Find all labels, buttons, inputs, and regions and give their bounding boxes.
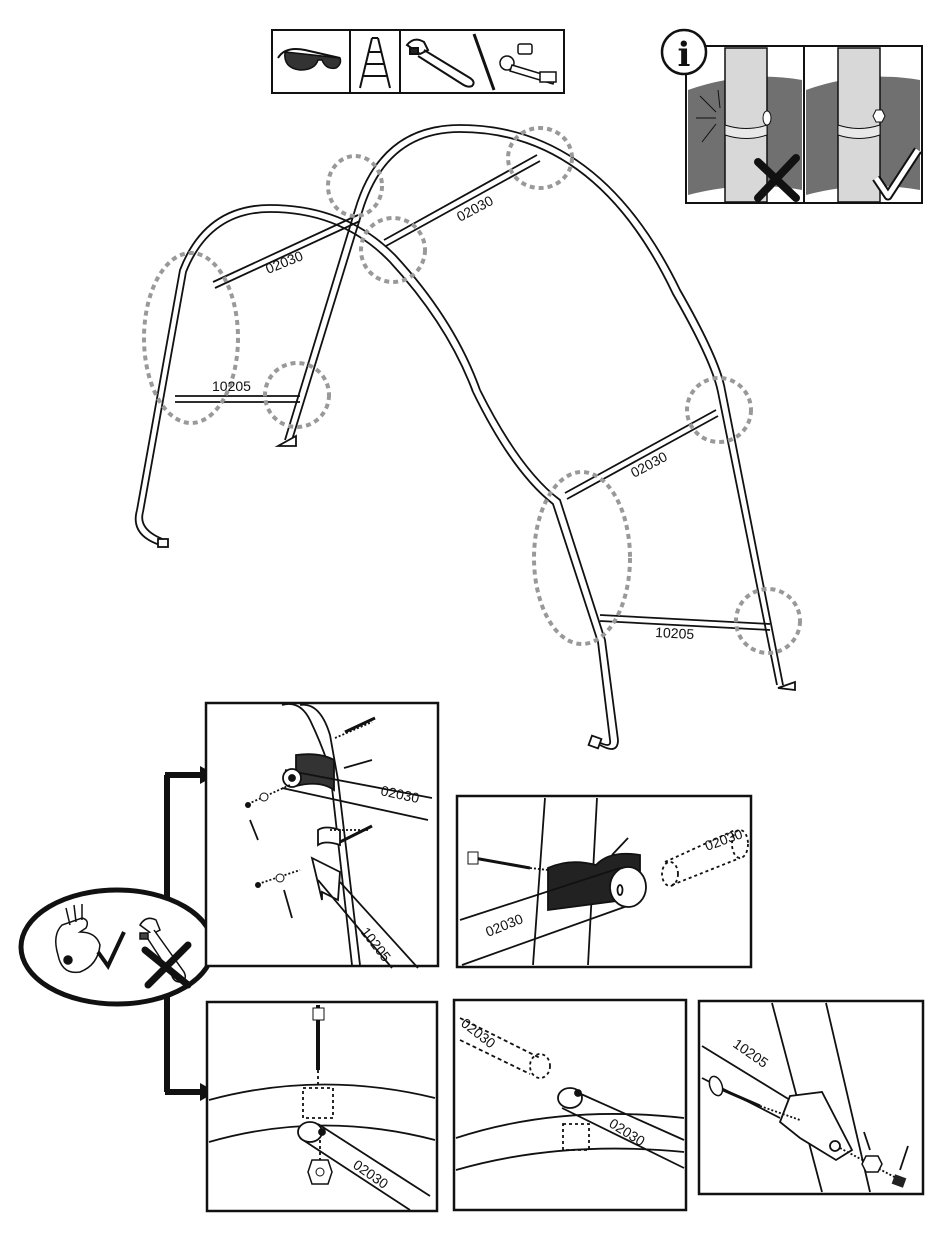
- label-brace-left: 10205: [212, 378, 251, 394]
- detail-2: 02030 02030: [457, 796, 751, 967]
- label-bar-top-left: 02030: [263, 247, 305, 276]
- tools-strip: [272, 30, 564, 93]
- svg-text:i: i: [678, 35, 691, 75]
- label-brace-right: 10205: [655, 624, 695, 642]
- detail-5: 10205: [699, 1001, 923, 1194]
- detail-1: 02030 10205: [206, 703, 438, 968]
- frame-labels: 02030 02030 02030 10205 10205: [212, 192, 695, 642]
- detail-4: 02030 02030: [454, 1000, 686, 1210]
- info-box: i: [662, 30, 922, 203]
- detail-3: 02030: [207, 1002, 437, 1211]
- hand-tighten-badge: [21, 766, 216, 1101]
- info-icon: i: [662, 30, 706, 75]
